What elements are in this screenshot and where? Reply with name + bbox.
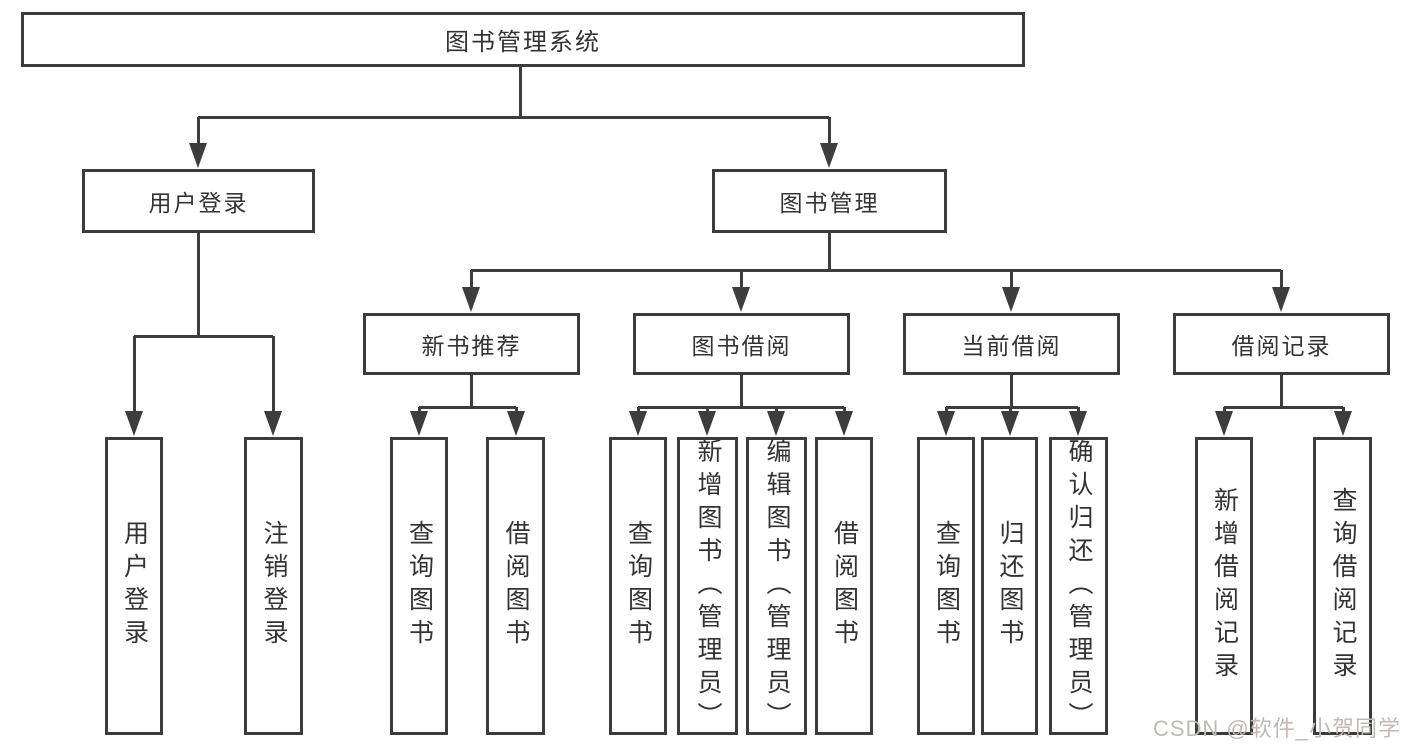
arrow-down-icon xyxy=(1334,411,1352,436)
node-query-books-borrowing: 查询图书 xyxy=(609,437,667,735)
arrow-down-icon xyxy=(1272,287,1290,312)
connector-line xyxy=(638,406,844,409)
connector-line xyxy=(134,335,273,338)
node-add-borrowing-record: 新增借阅记录 xyxy=(1195,437,1253,735)
node-query-books-recommend: 查询图书 xyxy=(390,437,448,735)
connector-line xyxy=(828,117,831,150)
connector-line xyxy=(1010,270,1013,294)
node-user-login: 用户登录 xyxy=(82,169,315,233)
node-return-books: 归还图书 xyxy=(981,437,1038,735)
connector-line xyxy=(197,233,200,336)
arrow-down-icon xyxy=(125,411,143,436)
connector-line xyxy=(198,116,829,119)
node-label: 借阅记录 xyxy=(1231,333,1332,359)
arrow-down-icon xyxy=(1001,411,1019,436)
node-label: 借阅图书 xyxy=(502,520,530,652)
connector-line xyxy=(740,270,743,294)
node-label: 确认归还（管理员） xyxy=(1065,437,1093,735)
arrow-down-icon xyxy=(1069,411,1087,436)
node-label: 新增借阅记录 xyxy=(1210,487,1239,685)
node-label: 图书管理系统 xyxy=(445,29,601,56)
arrow-down-icon xyxy=(462,287,480,312)
node-label: 新书推荐 xyxy=(421,333,522,359)
node-label: 查询图书 xyxy=(624,520,653,652)
node-label: 归还图书 xyxy=(996,520,1024,652)
node-label: 查询图书 xyxy=(405,520,434,652)
node-label: 查询图书 xyxy=(932,520,961,652)
arrow-down-icon xyxy=(264,411,282,436)
connector-line xyxy=(272,336,275,418)
node-label: 注销登录 xyxy=(260,520,288,652)
arrow-down-icon xyxy=(507,411,525,436)
node-query-borrowing-record: 查询借阅记录 xyxy=(1313,437,1372,735)
connector-line xyxy=(740,375,743,407)
node-label: 编辑图书（管理员） xyxy=(763,437,791,735)
node-borrow-books: 借阅图书 xyxy=(815,437,873,735)
node-user-login-leaf: 用户登录 xyxy=(105,437,163,735)
connector-line xyxy=(470,375,473,407)
node-new-book-recommendation: 新书推荐 xyxy=(363,313,580,375)
connector-line xyxy=(471,269,1281,272)
csdn-watermark: CSDN @软件_小贺同学 xyxy=(1152,716,1401,741)
node-label: 查询借阅记录 xyxy=(1329,487,1357,685)
arrow-down-icon xyxy=(767,411,785,436)
node-borrow-books-recommend: 借阅图书 xyxy=(486,437,545,735)
node-label: 用户登录 xyxy=(120,520,149,652)
node-label: 当前借阅 xyxy=(961,333,1062,359)
connector-line xyxy=(519,67,522,117)
arrow-down-icon xyxy=(410,411,428,436)
connector-line xyxy=(946,406,1078,409)
arrow-down-icon xyxy=(1002,287,1020,312)
arrow-down-icon xyxy=(820,143,838,168)
connector-line xyxy=(197,117,200,150)
connector-line xyxy=(419,406,516,409)
connector-line xyxy=(133,336,136,418)
arrow-down-icon xyxy=(629,411,647,436)
node-edit-books-admin: 编辑图书（管理员） xyxy=(746,437,807,735)
node-book-borrowing: 图书借阅 xyxy=(633,313,850,375)
node-current-borrowing: 当前借阅 xyxy=(903,313,1120,375)
arrow-down-icon xyxy=(1215,411,1233,436)
arrow-down-icon xyxy=(732,287,750,312)
connector-line xyxy=(1224,406,1343,409)
node-book-management: 图书管理 xyxy=(712,169,947,233)
connector-line xyxy=(1280,270,1283,294)
arrow-down-icon xyxy=(937,411,955,436)
node-label: 借阅图书 xyxy=(830,520,859,652)
node-add-books-admin: 新增图书（管理员） xyxy=(677,437,738,735)
connector-line xyxy=(1010,375,1013,407)
node-root: 图书管理系统 xyxy=(21,12,1025,67)
node-query-books-current: 查询图书 xyxy=(917,437,975,735)
connector-line xyxy=(470,270,473,294)
node-label: 用户登录 xyxy=(148,190,249,216)
connector-line xyxy=(828,233,831,270)
node-label: 图书借阅 xyxy=(691,333,792,359)
node-label: 图书管理 xyxy=(779,190,880,216)
node-confirm-return-admin: 确认归还（管理员） xyxy=(1049,437,1108,735)
node-label: 新增图书（管理员） xyxy=(694,437,722,735)
node-logout: 注销登录 xyxy=(244,437,303,735)
arrow-down-icon xyxy=(189,143,207,168)
connector-line xyxy=(1280,375,1283,407)
arrow-down-icon xyxy=(698,411,716,436)
node-borrowing-records: 借阅记录 xyxy=(1173,313,1390,375)
arrow-down-icon xyxy=(835,411,853,436)
